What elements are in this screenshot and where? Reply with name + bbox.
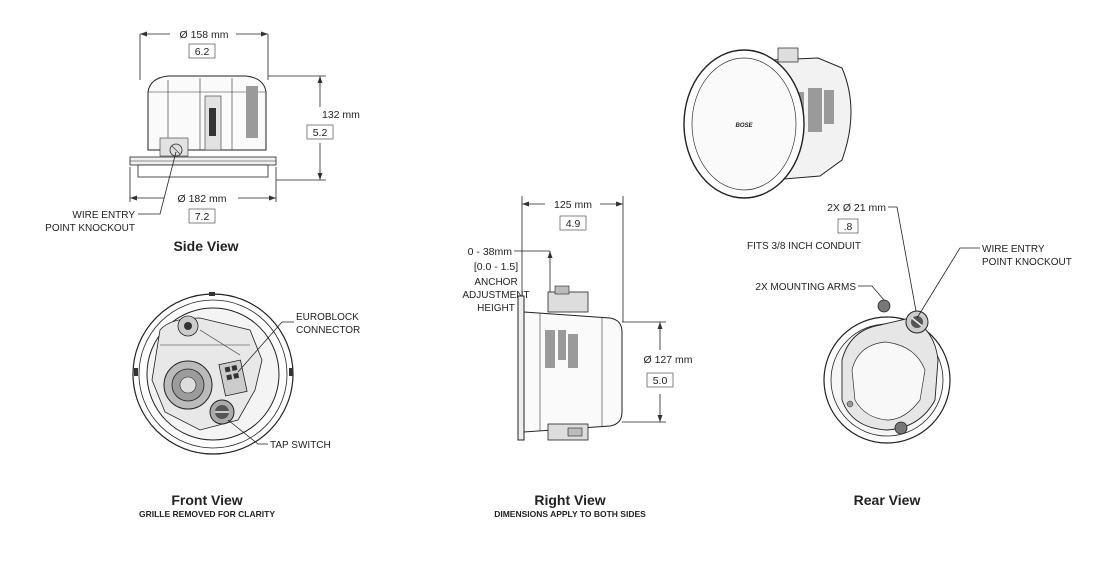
right-dim-depth-in: 4.9 xyxy=(566,218,581,230)
right-anchor-mm: 0 - 38mm xyxy=(468,246,513,258)
rear-view: 2X Ø 21 mm .8 FITS 3/8 INCH CONDUIT WIRE… xyxy=(747,202,1072,508)
rear-view-title: Rear View xyxy=(854,492,921,508)
front-view: EUROBLOCK CONNECTOR TAP SWITCH Front Vie… xyxy=(132,292,360,519)
rear-callout-wire-1: WIRE ENTRY xyxy=(982,244,1045,255)
front-callout-tap: TAP SWITCH xyxy=(270,440,331,451)
rear-conduit-note: FITS 3/8 INCH CONDUIT xyxy=(747,241,861,252)
side-dim-top-mm: Ø 158 mm xyxy=(179,29,228,41)
right-view-title: Right View xyxy=(534,492,605,508)
side-dim-top-in: 6.2 xyxy=(195,46,210,58)
side-dim-height-mm: 132 mm xyxy=(322,109,360,121)
right-anchor-line3: HEIGHT xyxy=(477,303,515,314)
side-dim-bottom-mm: Ø 182 mm xyxy=(177,193,226,205)
right-anchor-line2: ADJUSTMENT xyxy=(462,290,529,301)
rear-conduit-in: .8 xyxy=(844,221,853,233)
side-view: Ø 158 mm 6.2 132 mm 5.2 xyxy=(45,29,360,254)
side-dim-bottom-in: 7.2 xyxy=(195,211,210,223)
side-callout-line2: POINT KNOCKOUT xyxy=(45,223,135,234)
side-view-title: Side View xyxy=(173,238,238,254)
right-view-subtitle: DIMENSIONS APPLY TO BOTH SIDES xyxy=(494,509,646,519)
rear-callout-wire-2: POINT KNOCKOUT xyxy=(982,257,1072,268)
side-callout-line1: WIRE ENTRY xyxy=(72,210,135,221)
iso-view: BOSE xyxy=(683,47,852,199)
right-view: 125 mm 4.9 0 - 38mm [0.0 - 1.5] ANCHOR A… xyxy=(462,196,693,519)
bose-logo: BOSE xyxy=(735,123,753,129)
right-anchor-in: [0.0 - 1.5] xyxy=(474,261,518,273)
right-dim-depth-mm: 125 mm xyxy=(554,199,592,211)
rear-callout-arms: 2X MOUNTING ARMS xyxy=(755,282,856,293)
right-dim-dia-in: 5.0 xyxy=(653,375,668,387)
side-dim-height-in: 5.2 xyxy=(313,127,328,139)
right-dim-dia-mm: Ø 127 mm xyxy=(643,354,692,366)
front-view-title: Front View xyxy=(171,492,242,508)
rear-conduit-mm: 2X Ø 21 mm xyxy=(827,202,886,214)
right-anchor-line1: ANCHOR xyxy=(474,277,517,288)
front-callout-euroblock-1: EUROBLOCK xyxy=(296,312,359,323)
front-view-subtitle: GRILLE REMOVED FOR CLARITY xyxy=(139,509,275,519)
front-callout-euroblock-2: CONNECTOR xyxy=(296,325,360,336)
